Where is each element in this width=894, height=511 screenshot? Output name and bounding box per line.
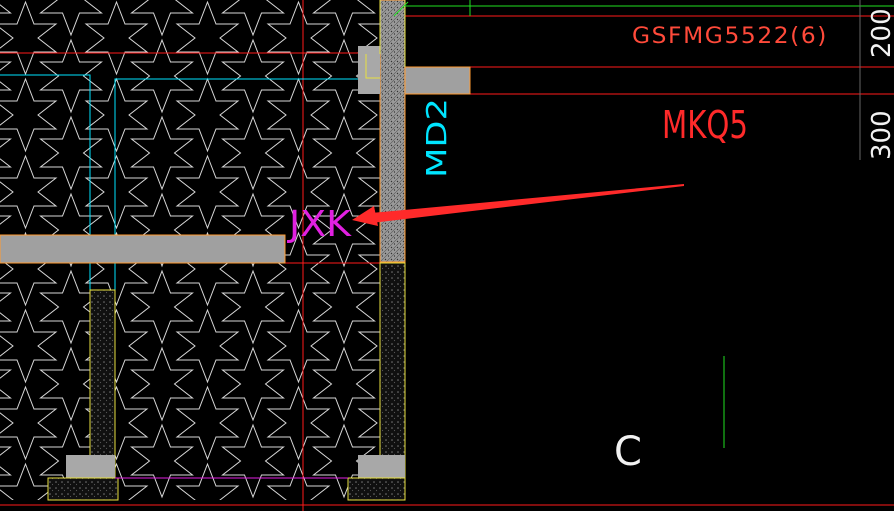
dimension-right-label: 300	[867, 110, 894, 160]
wall-segments	[0, 0, 471, 501]
door-tag-label: GSFMG5522(6)	[632, 24, 828, 49]
door-md-label: MD2	[420, 98, 453, 178]
wall-tag-label: MKQ5	[662, 103, 748, 147]
grid-c-label: C	[614, 429, 642, 475]
dimension-top-label: 200	[867, 8, 894, 58]
annotation-arrow	[352, 184, 684, 226]
yellow-lines	[365, 0, 406, 79]
green-lines	[393, 0, 894, 448]
room-tag-label: JXK	[287, 204, 353, 245]
